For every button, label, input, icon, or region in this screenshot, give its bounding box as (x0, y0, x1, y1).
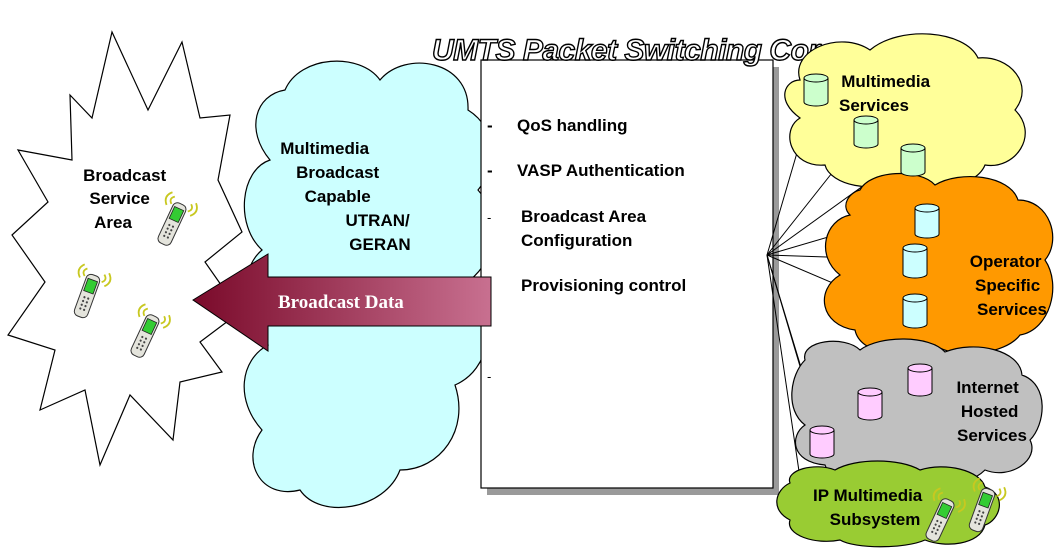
broadcast-service-area-label: Broadcast Service Area (83, 166, 171, 232)
database-icon (902, 293, 928, 329)
core-item-bullet: - (487, 210, 491, 225)
core-item-bullet: - (487, 161, 493, 180)
core-item-list: - QoS handling - VASP Authentication - B… (487, 116, 686, 384)
database-icon (914, 203, 940, 239)
multimedia-services-cloud (784, 33, 1026, 189)
ims-label: IP Multimedia Subsystem (813, 486, 927, 529)
database-icons (803, 73, 940, 459)
broadcast-service-area-shape (7, 30, 243, 468)
core-item-bullet: - (487, 116, 493, 135)
database-icon (900, 143, 926, 177)
broadcast-data-arrow: Broadcast Data (192, 253, 492, 352)
core-item-qos: QoS handling (517, 116, 628, 135)
broadcast-data-label: Broadcast Data (278, 292, 404, 313)
operator-services-cloud (823, 173, 1054, 355)
database-icon (803, 73, 829, 107)
core-item-broadcast-area: Broadcast Area (521, 207, 647, 226)
database-icon (857, 387, 883, 421)
core-title: UMTS Packet Switching Core (432, 34, 836, 67)
core-item-provisioning: Provisioning control (521, 276, 686, 295)
database-icon (902, 243, 928, 279)
core-box (480, 59, 774, 489)
multimedia-services-label: Multimedia Services (839, 72, 935, 115)
database-icon (853, 115, 879, 149)
core-item-bullet: - (487, 369, 491, 384)
internet-services-label: Internet Hosted Services (956, 378, 1027, 445)
database-icon (907, 363, 933, 397)
operator-services-label: Operator Specific Services (970, 252, 1047, 319)
core-item-vasp: VASP Authentication (517, 161, 685, 180)
database-icon (809, 425, 835, 459)
internet-services-cloud (791, 338, 1043, 487)
ran-label: Multimedia Broadcast Capable UTRAN/ GERA… (280, 139, 414, 254)
core-item-broadcast-area-line2: Configuration (521, 231, 632, 250)
